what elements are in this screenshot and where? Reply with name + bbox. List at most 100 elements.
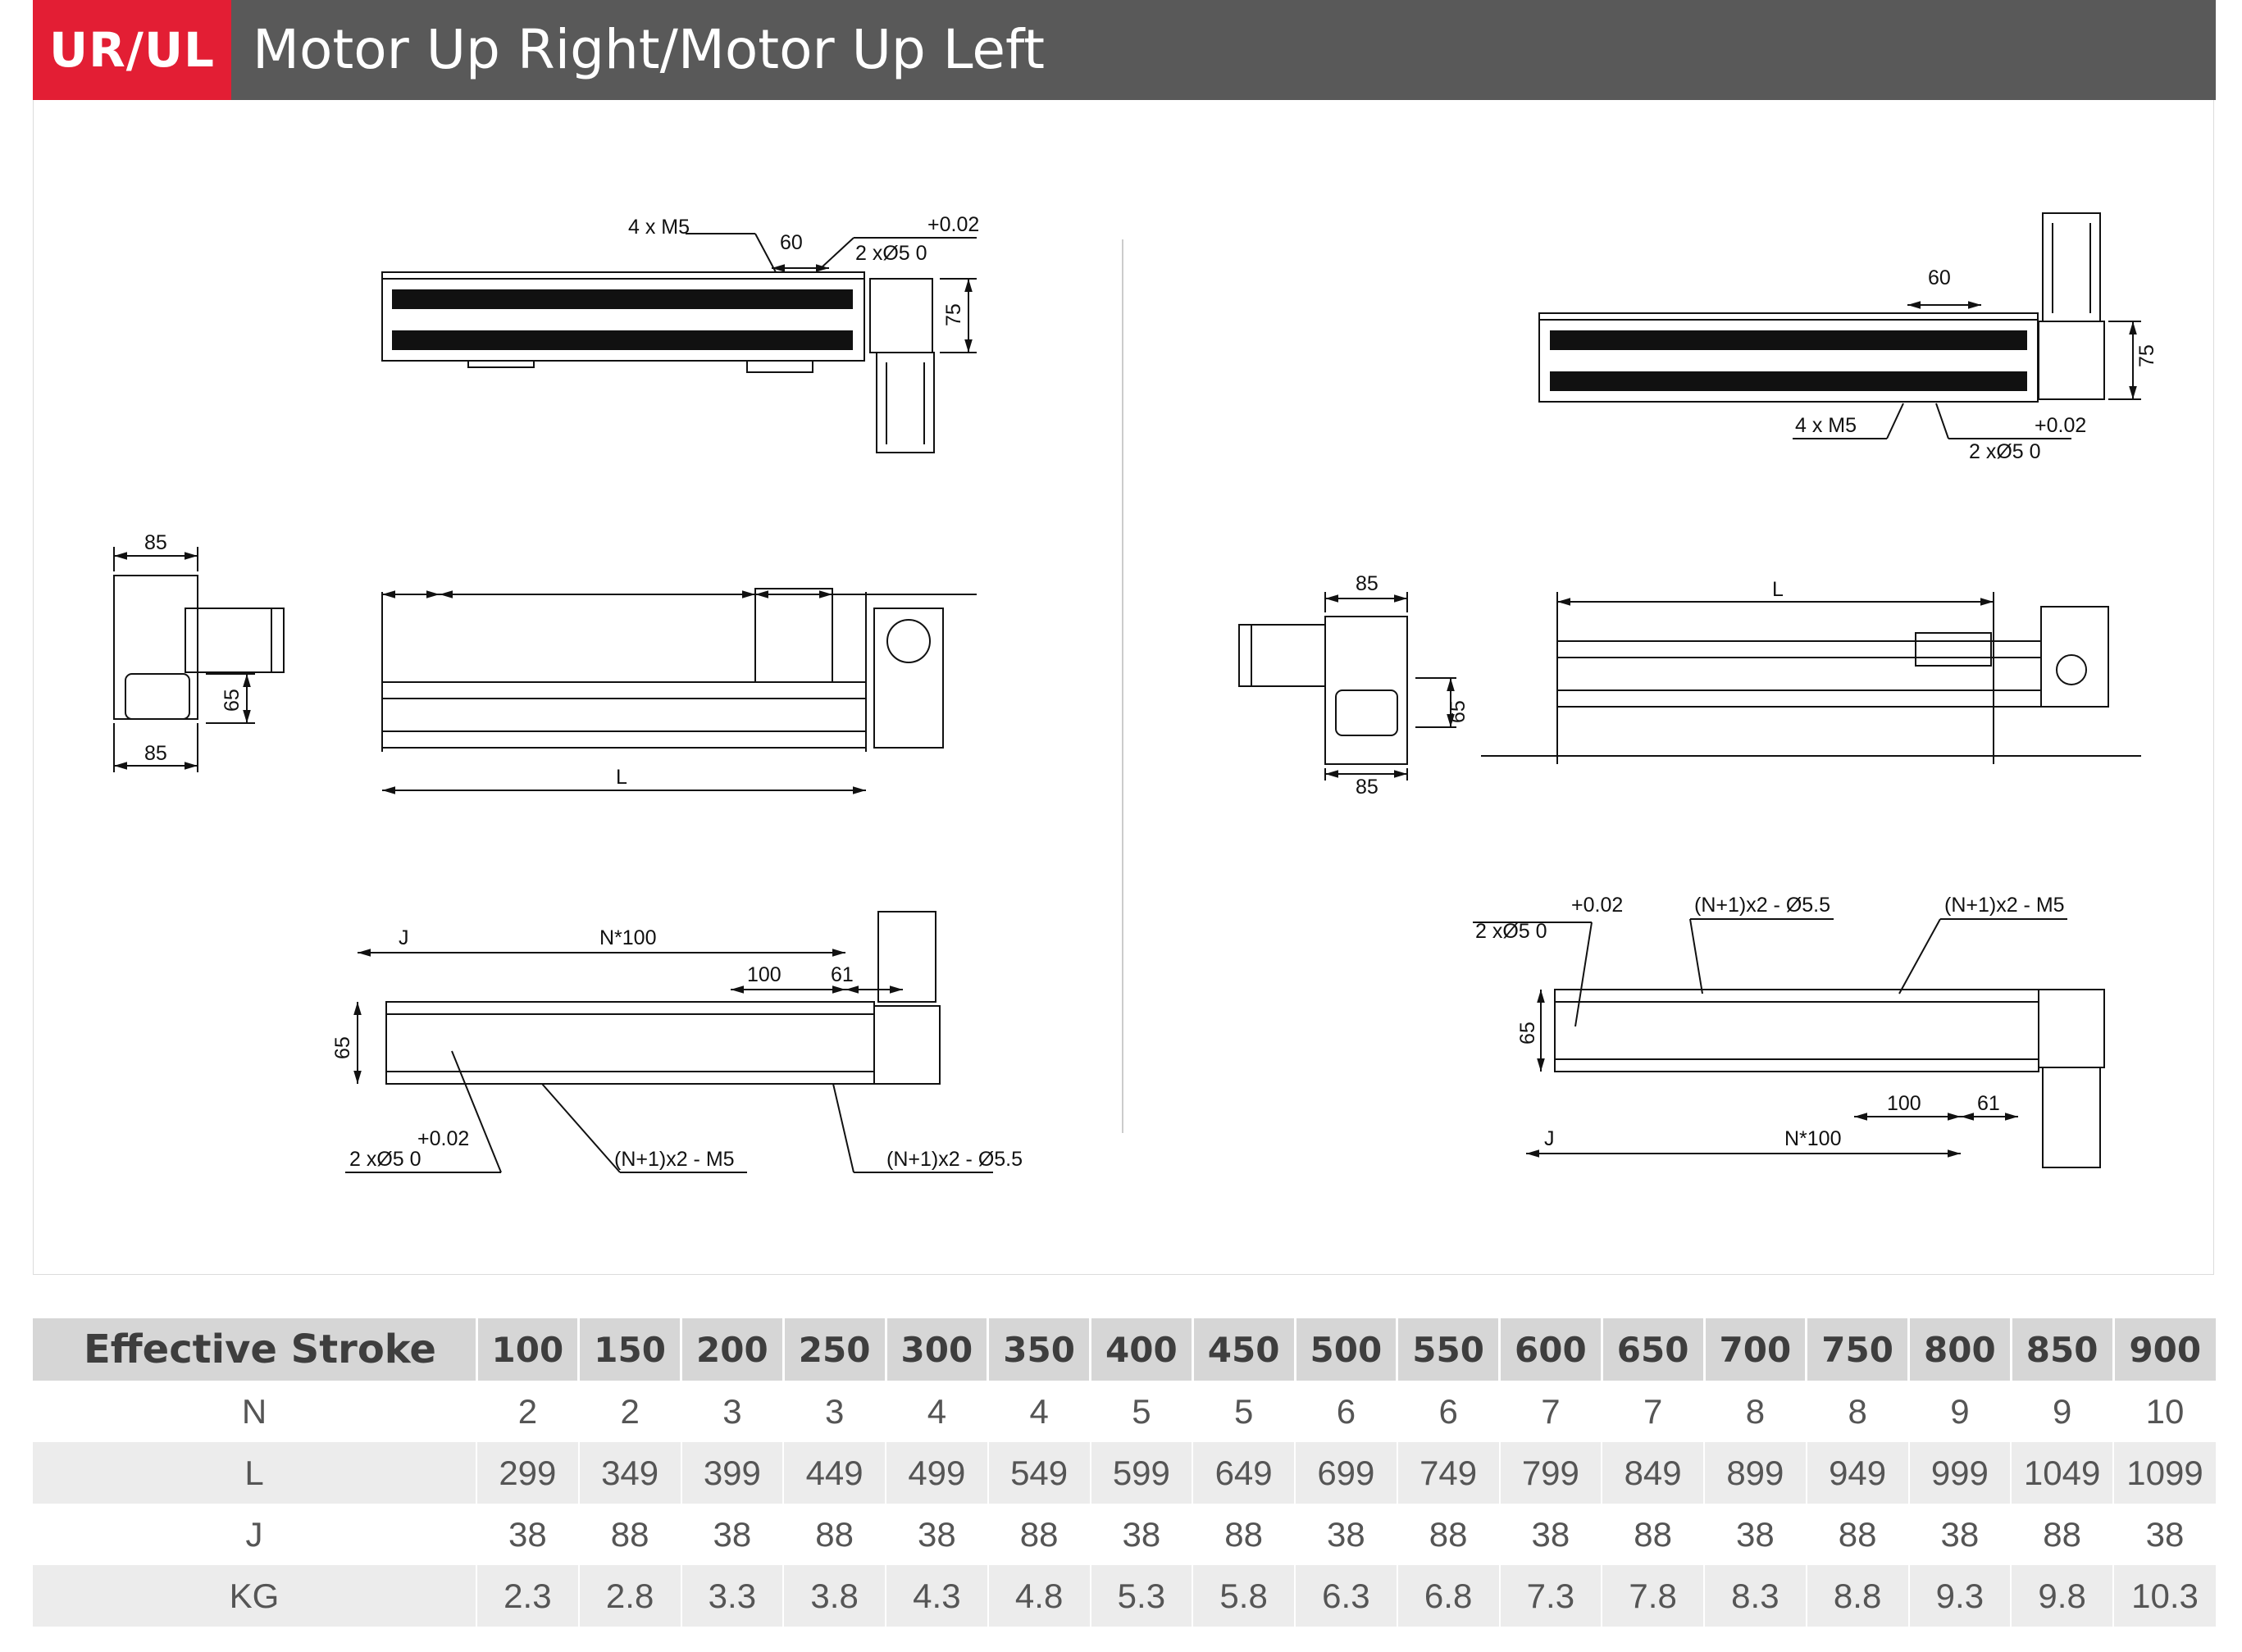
table-cell: 1099: [2112, 1442, 2216, 1504]
row-label: KG: [33, 1565, 476, 1627]
label-width-85-top: 85: [144, 531, 167, 554]
label-n-pitch-right: N*100: [1784, 1127, 1842, 1150]
label-pin-holes-bottom: 2 xØ5 0: [349, 1148, 422, 1171]
table-cell: 88: [577, 1504, 681, 1565]
table-cell: 6.3: [1294, 1565, 1397, 1627]
label-width-85-right-top: 85: [1356, 572, 1378, 595]
table-cell: 949: [1805, 1442, 1909, 1504]
label-mount-m5-right: (N+1)x2 - M5: [1944, 894, 2065, 917]
label-start-offset-right: J: [1544, 1127, 1555, 1150]
label-height-65-right: 65: [1447, 700, 1470, 723]
table-cell: 38: [680, 1504, 784, 1565]
table-cell: 3: [782, 1381, 886, 1442]
header-stroke-cell: 600: [1498, 1318, 1602, 1381]
table-cell: 10.3: [2112, 1565, 2216, 1627]
table-cell: 9.3: [1907, 1565, 2012, 1627]
table-cell: 999: [1907, 1442, 2012, 1504]
table-cell: 8.8: [1805, 1565, 1909, 1627]
label-pin-holes: 2 xØ5 0: [855, 242, 927, 265]
label-mount-hole: (N+1)x2 - Ø5.5: [886, 1148, 1023, 1171]
label-tolerance: +0.02: [927, 213, 979, 236]
table-cell: 349: [577, 1442, 681, 1504]
table-cell: 3.3: [680, 1565, 784, 1627]
label-height-65-right-bottom: 65: [1516, 1022, 1539, 1044]
table-cell: 4: [987, 1381, 1091, 1442]
label-length: L: [616, 766, 627, 789]
label-tolerance-right-bottom: +0.02: [1571, 894, 1623, 917]
label-holes-m5: 4 x M5: [628, 216, 690, 239]
row-label: L: [33, 1442, 476, 1504]
label-n-pitch: N*100: [599, 926, 657, 949]
table-cell: 599: [1089, 1442, 1193, 1504]
label-pitch-100-right: 100: [1887, 1092, 1921, 1115]
right-top-view: [1538, 212, 2141, 439]
table-cell: 7: [1601, 1381, 1704, 1442]
table-cell: 7: [1498, 1381, 1602, 1442]
table-cell: 5.3: [1089, 1565, 1193, 1627]
table-cell: 2: [476, 1381, 579, 1442]
header-stroke-cell: 350: [987, 1318, 1091, 1381]
table-cell: 9: [2010, 1381, 2113, 1442]
table-cell: 88: [1805, 1504, 1909, 1565]
label-holes-m5-right: 4 x M5: [1795, 414, 1857, 437]
table-cell: 2.8: [577, 1565, 681, 1627]
table-cell: 88: [1601, 1504, 1704, 1565]
table-cell: 549: [987, 1442, 1091, 1504]
table-cell: 649: [1192, 1442, 1295, 1504]
table-cell: 849: [1601, 1442, 1704, 1504]
table-cell: 7.8: [1601, 1565, 1704, 1627]
row-label: N: [241, 1391, 267, 1431]
header-stroke-cell: 450: [1191, 1318, 1295, 1381]
table-cell: 38: [885, 1504, 988, 1565]
table-cell: 88: [2010, 1504, 2113, 1565]
header-stroke-cell: 100: [475, 1318, 579, 1381]
table-cell: 38: [2112, 1504, 2216, 1565]
label-offset-61-right: 61: [1977, 1092, 2000, 1115]
table-cell: 1049: [2010, 1442, 2113, 1504]
table-cell: 499: [885, 1442, 988, 1504]
header-stroke-cell: 300: [884, 1318, 988, 1381]
table-cell: 6.8: [1396, 1565, 1500, 1627]
left-top-view: [381, 233, 977, 453]
table-cell: 7.3: [1498, 1565, 1602, 1627]
header-stroke-cell: 200: [680, 1318, 784, 1381]
table-cell: 4.3: [885, 1565, 988, 1627]
header-stroke-cell: 700: [1702, 1318, 1807, 1381]
label-height-65-bottom: 65: [331, 1036, 354, 1059]
header-stroke-cell: 500: [1293, 1318, 1397, 1381]
label-pin-holes-right-bottom: 2 xØ5 0: [1475, 920, 1547, 943]
header-stroke-cell: 900: [2112, 1318, 2216, 1381]
table-cell: 5: [1089, 1381, 1193, 1442]
header-stroke-cell: 850: [2009, 1318, 2113, 1381]
table-cell: 2: [577, 1381, 681, 1442]
label-mount-m5: (N+1)x2 - M5: [614, 1148, 735, 1171]
label-pitch-100: 100: [747, 963, 782, 986]
table-cell: 6: [1294, 1381, 1397, 1442]
label-height-75: 75: [942, 303, 965, 326]
table-cell: 2.3: [476, 1565, 579, 1627]
right-side-view: [1238, 592, 1456, 780]
label-tolerance-right: +0.02: [2035, 414, 2086, 437]
header-effective-stroke: Effective Stroke: [33, 1318, 476, 1381]
header-stroke-cell: 800: [1907, 1318, 2012, 1381]
table-cell: 6: [1396, 1381, 1500, 1442]
right-bottom-view: [1473, 918, 2105, 1168]
label-pin-holes-right: 2 xØ5 0: [1969, 440, 2041, 463]
drawing-panel: 4 x M5 60 +0.02 2 xØ5 0 75 85 85 65 L J …: [33, 100, 2214, 1275]
label-height-75-right: 75: [2135, 344, 2158, 367]
table-cell: 88: [987, 1504, 1091, 1565]
table-cell: 8: [1703, 1381, 1807, 1442]
table-cell: 3: [680, 1381, 784, 1442]
table-cell: 449: [782, 1442, 886, 1504]
table-cell: 9: [1907, 1381, 2012, 1442]
table-cell: 38: [1907, 1504, 2012, 1565]
left-bottom-view: [345, 911, 993, 1173]
row-label: J: [245, 1514, 263, 1554]
label-offset-61: 61: [831, 963, 854, 986]
model-badge: UR/UL: [33, 0, 231, 100]
table-cell: 8.3: [1703, 1565, 1807, 1627]
table-cell: 799: [1498, 1442, 1602, 1504]
